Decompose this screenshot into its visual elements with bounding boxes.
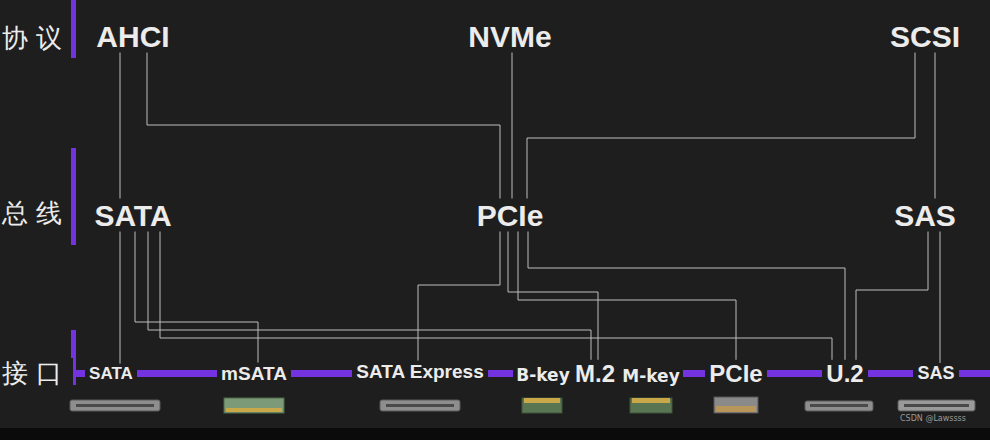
layer-node: SATA xyxy=(94,199,171,232)
row-title: 协议 xyxy=(2,24,70,53)
row-title: 总线 xyxy=(2,199,70,228)
connector-line xyxy=(508,232,598,360)
watermark: CSDN @Lawssss xyxy=(900,415,966,424)
pcie-card xyxy=(714,397,758,413)
node-label: SATA xyxy=(89,365,133,384)
pcie-fingers xyxy=(716,406,756,412)
interface-node: SAS xyxy=(913,363,958,385)
msata-pins xyxy=(226,408,282,412)
layer-node: SAS xyxy=(894,199,956,232)
row-title: 接口 xyxy=(0,358,73,389)
connector-line xyxy=(856,232,928,360)
sata-connector xyxy=(76,404,154,407)
m2-mkey-pins xyxy=(632,398,670,403)
layer-node: SCSI xyxy=(890,20,960,53)
u2-connector xyxy=(805,401,873,411)
connector-line xyxy=(935,53,936,199)
connector-line xyxy=(120,53,121,199)
sata-connector xyxy=(70,400,160,411)
interface-node: mSATA xyxy=(217,363,291,386)
connector-line xyxy=(528,232,845,360)
node-label: SATA Express xyxy=(356,362,483,383)
m2-bkey-pins xyxy=(524,398,560,403)
sata-express-connector xyxy=(386,404,454,407)
node-label: AHCI xyxy=(96,20,169,53)
node-label: U.2 xyxy=(826,361,863,387)
node-label: M.2 xyxy=(575,361,615,387)
sas-connector xyxy=(898,400,975,411)
msata-card xyxy=(224,398,284,413)
sata-express-connector xyxy=(380,400,460,411)
node-label: PCIe xyxy=(477,199,544,232)
interface-node: PCIe xyxy=(705,360,766,388)
layer-node: AHCI xyxy=(96,20,169,53)
connector-line xyxy=(940,232,941,364)
connector-pictures xyxy=(70,397,975,413)
row-bar xyxy=(71,148,76,245)
m2-mkey-card xyxy=(630,398,672,413)
connector-line xyxy=(418,232,500,361)
interface-node: M.2 xyxy=(571,360,619,388)
connector-line xyxy=(147,53,500,199)
node-label: PCIe xyxy=(709,361,762,387)
node-label: SATA xyxy=(94,199,171,232)
interface-node: SATA xyxy=(85,364,137,385)
m2-bkey-card xyxy=(522,398,562,413)
node-label: SAS xyxy=(894,199,956,232)
sas-connector xyxy=(904,404,969,407)
node-label: mSATA xyxy=(221,364,287,385)
u2-connector xyxy=(810,404,868,407)
row-bar xyxy=(71,0,76,58)
layer-node: NVMe xyxy=(468,20,551,53)
layer-node: PCIe xyxy=(477,199,544,232)
node-label: SCSI xyxy=(890,20,960,53)
bottom-strip xyxy=(0,428,990,440)
connector-line xyxy=(120,232,121,364)
connector-line xyxy=(518,232,736,360)
connector-line xyxy=(527,53,915,199)
interface-node: SATA Express xyxy=(352,361,487,384)
node-label: SAS xyxy=(917,364,954,384)
connector-line xyxy=(135,232,258,363)
connector-line xyxy=(148,232,591,360)
connector-line xyxy=(160,232,832,360)
connector-line xyxy=(512,53,513,199)
interface-node: U.2 xyxy=(822,360,867,388)
key-label: B-key xyxy=(513,365,572,386)
node-label: NVMe xyxy=(468,20,551,53)
key-label: M-key xyxy=(619,366,682,387)
